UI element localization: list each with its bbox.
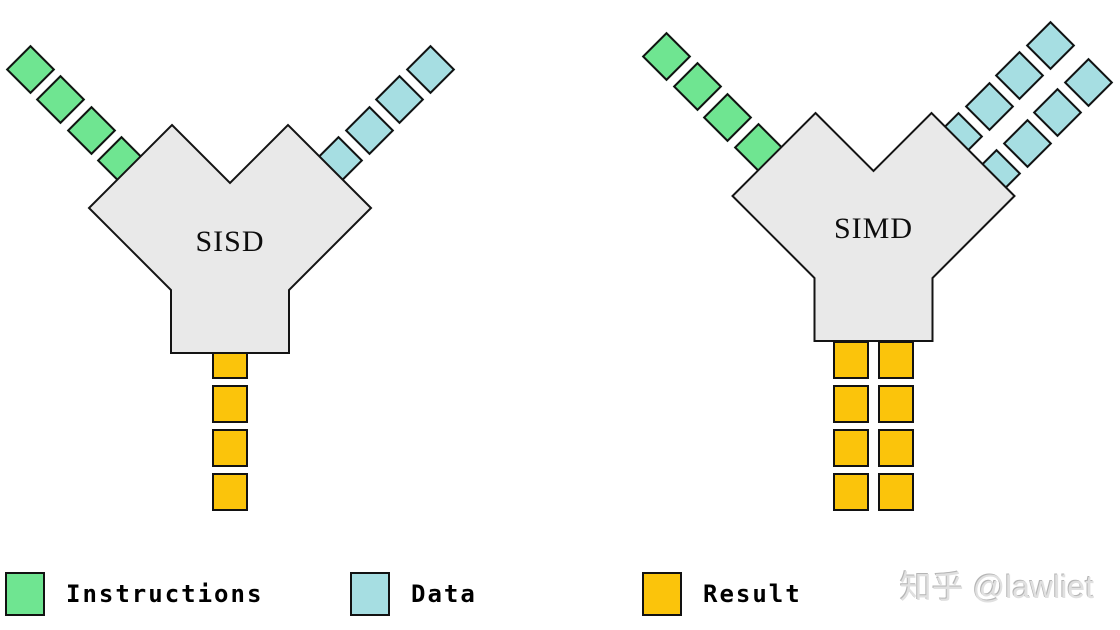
instructions-diamond bbox=[733, 122, 783, 173]
instructions-diamond bbox=[35, 74, 86, 125]
legend-swatch-result bbox=[642, 572, 682, 616]
result-square bbox=[833, 429, 869, 467]
data-diamond bbox=[1063, 57, 1113, 107]
data-diamond bbox=[344, 105, 394, 155]
data-diamond bbox=[964, 81, 1014, 131]
simd-label: SIMD bbox=[833, 212, 914, 245]
data-diamond bbox=[1032, 87, 1083, 138]
instructions-diamond bbox=[702, 92, 753, 142]
data-diamond bbox=[405, 44, 455, 94]
data-diamond bbox=[994, 50, 1045, 101]
instructions-diamond bbox=[96, 135, 147, 186]
data-diamond bbox=[1002, 118, 1052, 168]
result-square bbox=[878, 385, 914, 423]
data-diamond bbox=[313, 135, 364, 186]
sisd-label: SISD bbox=[195, 225, 265, 258]
legend-swatch-instructions bbox=[5, 572, 45, 616]
data-diamond bbox=[1025, 20, 1075, 70]
result-square bbox=[878, 341, 914, 379]
result-square bbox=[212, 473, 248, 511]
result-square bbox=[833, 341, 869, 379]
legend-label-result: Result bbox=[703, 580, 802, 608]
legend-swatch-data bbox=[350, 572, 390, 616]
instructions-diamond bbox=[672, 61, 722, 112]
legend-item-instructions: Instructions bbox=[5, 572, 263, 616]
result-square bbox=[833, 385, 869, 423]
data-diamond bbox=[971, 148, 1022, 199]
legend-label-instructions: Instructions bbox=[66, 580, 264, 608]
legend-item-result: Result bbox=[642, 572, 802, 616]
legend-label-data: Data bbox=[411, 580, 477, 608]
result-square bbox=[878, 429, 914, 467]
result-square bbox=[212, 385, 248, 423]
data-diamond bbox=[933, 111, 984, 162]
result-square bbox=[878, 473, 914, 511]
watermark: 知乎 @lawliet bbox=[899, 569, 1094, 605]
result-square bbox=[212, 429, 248, 467]
data-diamond bbox=[374, 74, 425, 125]
result-square bbox=[212, 341, 248, 379]
instructions-diamond bbox=[641, 31, 692, 81]
result-square bbox=[833, 473, 869, 511]
legend-item-data: Data bbox=[350, 572, 477, 616]
